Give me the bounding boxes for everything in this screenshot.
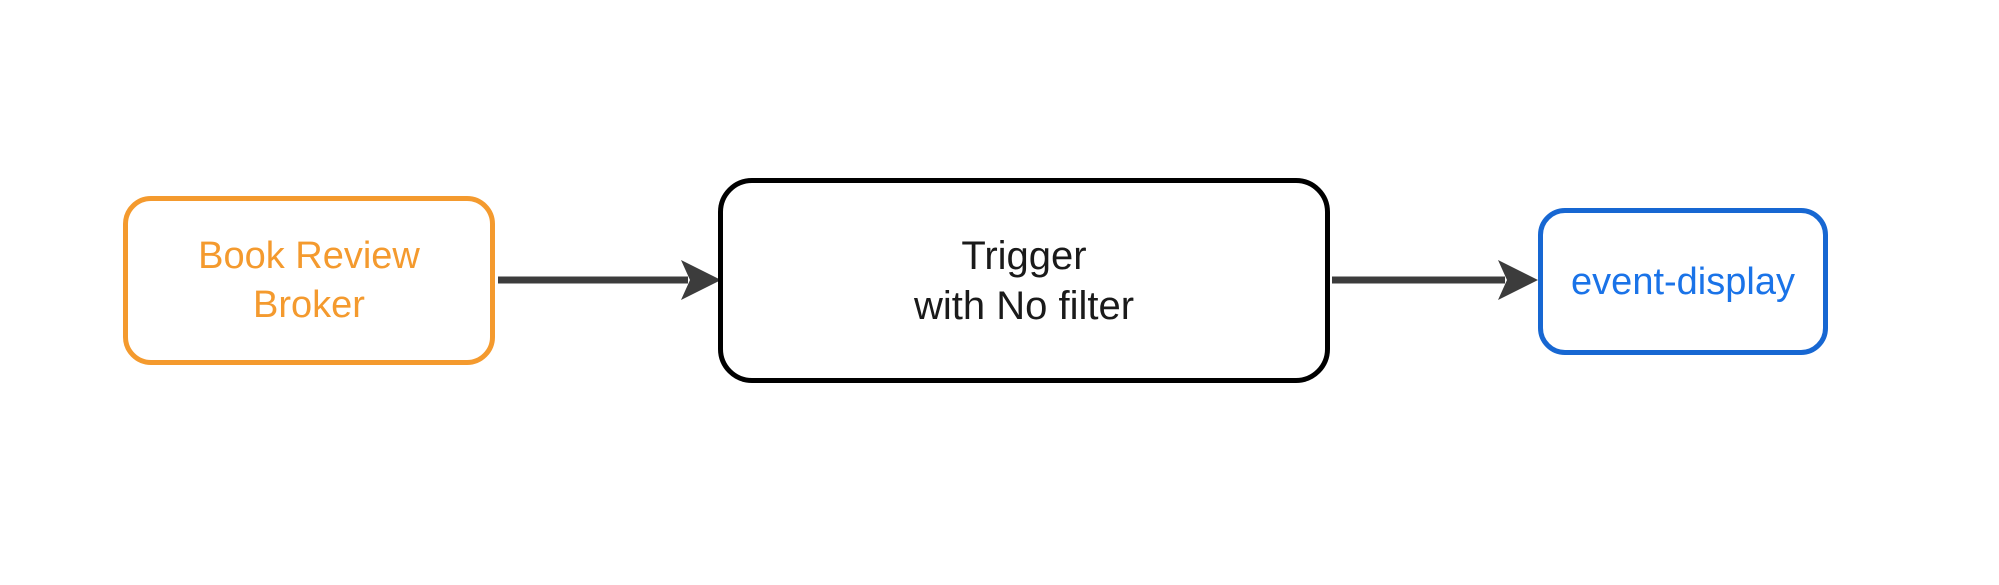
node-event-display: event-display: [1538, 208, 1828, 355]
arrow-right-icon: [498, 260, 721, 300]
node-label-line: with No filter: [913, 283, 1135, 328]
arrowhead-icon: [1498, 260, 1538, 300]
node-label-line: Broker: [253, 283, 365, 326]
arrow-right-icon: [1332, 260, 1538, 300]
node-book-review-broker: Book Review Broker: [123, 196, 495, 365]
node-label-line: Book Review: [198, 234, 420, 277]
edge-broker-to-trigger: [498, 256, 721, 304]
edge-trigger-to-event-display: [1332, 256, 1538, 304]
arrowhead-icon: [681, 260, 721, 300]
node-trigger-with-no-filter: Trigger with No filter: [718, 178, 1330, 383]
node-label-line: Trigger: [961, 233, 1087, 278]
node-label-line: event-display: [1571, 260, 1795, 303]
